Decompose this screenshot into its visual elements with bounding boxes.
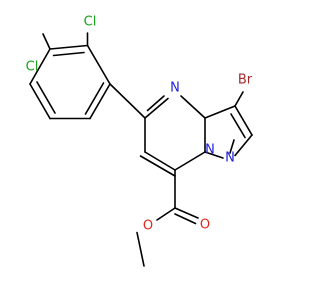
bond xyxy=(84,82,105,115)
atom-label-oxygen: O xyxy=(143,219,153,234)
atom-labels: Br Cl Cl N N N O O xyxy=(26,15,253,234)
bond xyxy=(230,113,246,139)
bond xyxy=(49,44,89,50)
bond xyxy=(234,91,244,107)
molecule-structure-diagram: Br Cl Cl N N N O O xyxy=(26,15,253,267)
bond xyxy=(52,51,85,57)
bond xyxy=(204,151,224,159)
bond xyxy=(180,95,206,119)
bond xyxy=(89,83,111,120)
atom-label-chlorine: Cl xyxy=(84,15,97,30)
atom-label-oxygen: O xyxy=(200,218,210,233)
bond xyxy=(174,151,206,171)
atom-label-nitrogen: N xyxy=(170,81,180,96)
bond xyxy=(109,83,146,119)
bond-lines xyxy=(29,32,253,267)
bond xyxy=(136,231,145,267)
bond xyxy=(36,81,56,114)
bond xyxy=(234,105,253,136)
atom-label-nitrogen: N xyxy=(225,151,235,166)
atom-label-bromine: Br xyxy=(238,73,253,88)
bond xyxy=(139,155,176,177)
bond xyxy=(229,139,235,154)
bond xyxy=(204,105,236,119)
bond xyxy=(146,95,165,112)
atom-label-chlorine: Cl xyxy=(26,60,39,75)
bond xyxy=(156,207,176,221)
bond xyxy=(174,207,199,219)
bond xyxy=(42,33,51,50)
bond xyxy=(29,48,51,85)
bond xyxy=(86,44,111,85)
bond xyxy=(174,213,197,225)
bond xyxy=(144,151,176,171)
bond xyxy=(29,83,51,120)
bond xyxy=(144,97,169,119)
bond xyxy=(234,134,253,157)
atom-label-nitrogen: N xyxy=(205,143,215,158)
